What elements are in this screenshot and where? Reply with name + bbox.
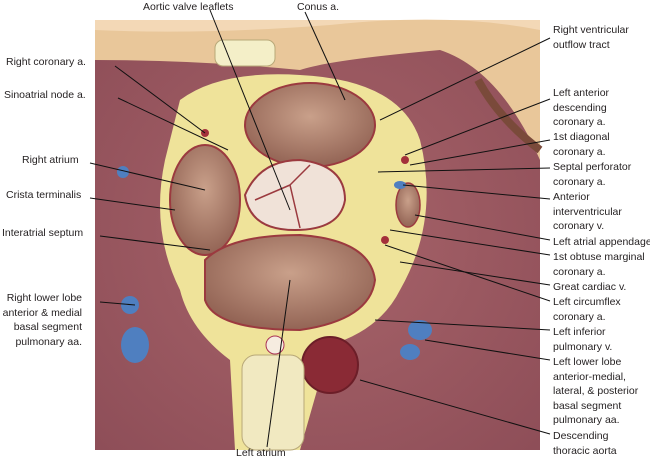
- lad-artery: [401, 156, 409, 164]
- label-line: 1st obtuse marginal: [553, 251, 645, 263]
- label-line: Anterior: [553, 191, 590, 203]
- label-line: Septal perforator: [553, 161, 632, 173]
- label-left-atrial-appendage: Left atrial appendage: [553, 236, 650, 248]
- label-line: anterior-medial,: [553, 370, 626, 383]
- label-right-coronary-artery: Right coronary a.: [6, 56, 86, 68]
- label-left-atrium: Left atrium: [236, 447, 286, 459]
- right-pulmonary-vessel: [121, 327, 149, 363]
- label-line: coronary a.: [553, 310, 606, 323]
- label-left-inferior-pulmonary-vein: Left inferior pulmonary v.: [553, 325, 612, 354]
- label-line: Right lower lobe: [6, 292, 82, 304]
- label-right-lower-lobe-arteries: Right lower lobe anterior & medial basal…: [3, 291, 82, 349]
- label-great-cardiac-vein: Great cardiac v.: [553, 281, 627, 293]
- label-line: basal segment: [553, 399, 622, 412]
- label-line: anterior & medial: [2, 306, 82, 319]
- aortic-valve: [243, 158, 347, 232]
- label-line: Left circumflex: [553, 296, 621, 308]
- label-line: coronary a.: [553, 175, 606, 188]
- label-anterior-interventricular-vein: Anterior interventricular coronary v.: [553, 190, 622, 234]
- circumflex-artery: [381, 236, 389, 244]
- left-pulmonary-vessel: [408, 320, 432, 340]
- label-line: coronary a.: [553, 265, 606, 278]
- descending-aorta: [301, 336, 359, 394]
- pectoral-muscle-edge: [474, 78, 543, 154]
- lung-vessel: [117, 166, 129, 178]
- label-line: pulmonary v.: [553, 340, 613, 353]
- rv-outflow-tract: [244, 82, 376, 168]
- label-left-circumflex-artery: Left circumflex coronary a.: [553, 295, 621, 324]
- skin: [95, 19, 540, 32]
- label-line: Descending: [553, 430, 609, 442]
- label-right-atrium: Right atrium: [22, 154, 79, 166]
- label-first-diagonal-artery: 1st diagonal coronary a.: [553, 130, 610, 159]
- label-obtuse-marginal-artery: 1st obtuse marginal coronary a.: [553, 250, 645, 279]
- label-line: Left inferior: [553, 326, 606, 338]
- leader-lines: [89, 9, 551, 448]
- label-rv-outflow-tract: Right ventricular outflow tract: [553, 23, 629, 52]
- left-pulmonary-vessel: [400, 344, 420, 360]
- label-line: Left anterior: [553, 87, 610, 99]
- label-descending-aorta: Descending thoracic aorta: [553, 429, 617, 458]
- label-crista-terminalis: Crista terminalis: [6, 189, 82, 201]
- label-line: pulmonary aa.: [15, 335, 82, 348]
- label-left-lower-lobe-arteries: Left lower lobe anterior-medial, lateral…: [553, 355, 638, 428]
- label-sinoatrial-node-artery: Sinoatrial node a.: [4, 89, 86, 101]
- label-interatrial-septum: Interatrial septum: [2, 227, 84, 239]
- label-line: 1st diagonal: [553, 131, 610, 143]
- label-lad-artery: Left anterior descending coronary a.: [553, 86, 609, 130]
- label-line: coronary a.: [553, 145, 606, 158]
- label-line: coronary v.: [553, 220, 605, 232]
- chest-wall: [95, 20, 540, 160]
- label-line: thoracic aorta: [553, 444, 617, 457]
- label-line: pulmonary aa.: [553, 414, 620, 426]
- label-line: coronary a.: [553, 116, 606, 128]
- label-septal-perforator-artery: Septal perforator coronary a.: [553, 160, 631, 189]
- label-line: interventricular: [553, 205, 622, 218]
- left-atrial-appendage: [395, 182, 421, 228]
- valve-leaflet-lines: [254, 164, 311, 229]
- label-line: basal segment: [13, 321, 82, 333]
- label-line: lateral, & posterior: [553, 385, 639, 397]
- label-line: Right ventricular: [553, 24, 629, 36]
- right-atrium: [169, 144, 241, 256]
- label-line: outflow tract: [553, 38, 610, 51]
- label-line: Left lower lobe: [553, 356, 622, 368]
- label-conus-artery: Conus a.: [297, 1, 340, 13]
- label-aortic-valve-leaflets: Aortic valve leaflets: [143, 1, 234, 13]
- label-line: descending: [553, 101, 607, 114]
- esophagus: [265, 335, 285, 355]
- anterior-interventricular-vein: [394, 181, 406, 189]
